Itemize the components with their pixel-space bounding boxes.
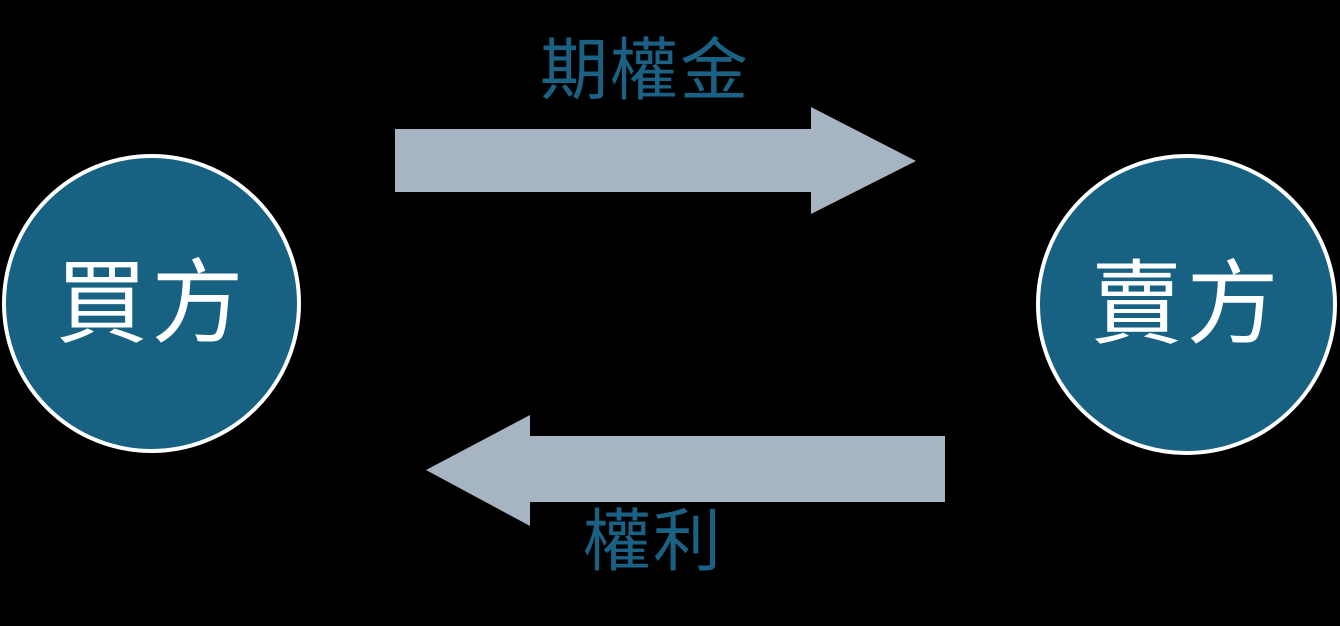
- premium-flow-label: 期權金: [540, 32, 751, 111]
- seller-node-label: 賣方: [1090, 250, 1283, 358]
- buyer-node: 買方: [2, 154, 301, 453]
- premium-arrow-right-icon: [395, 104, 917, 216]
- rights-arrow-left-icon: [424, 412, 946, 528]
- buyer-node-label: 買方: [55, 249, 248, 357]
- rights-flow-label: 權利: [583, 503, 724, 582]
- seller-node: 賣方: [1036, 154, 1337, 455]
